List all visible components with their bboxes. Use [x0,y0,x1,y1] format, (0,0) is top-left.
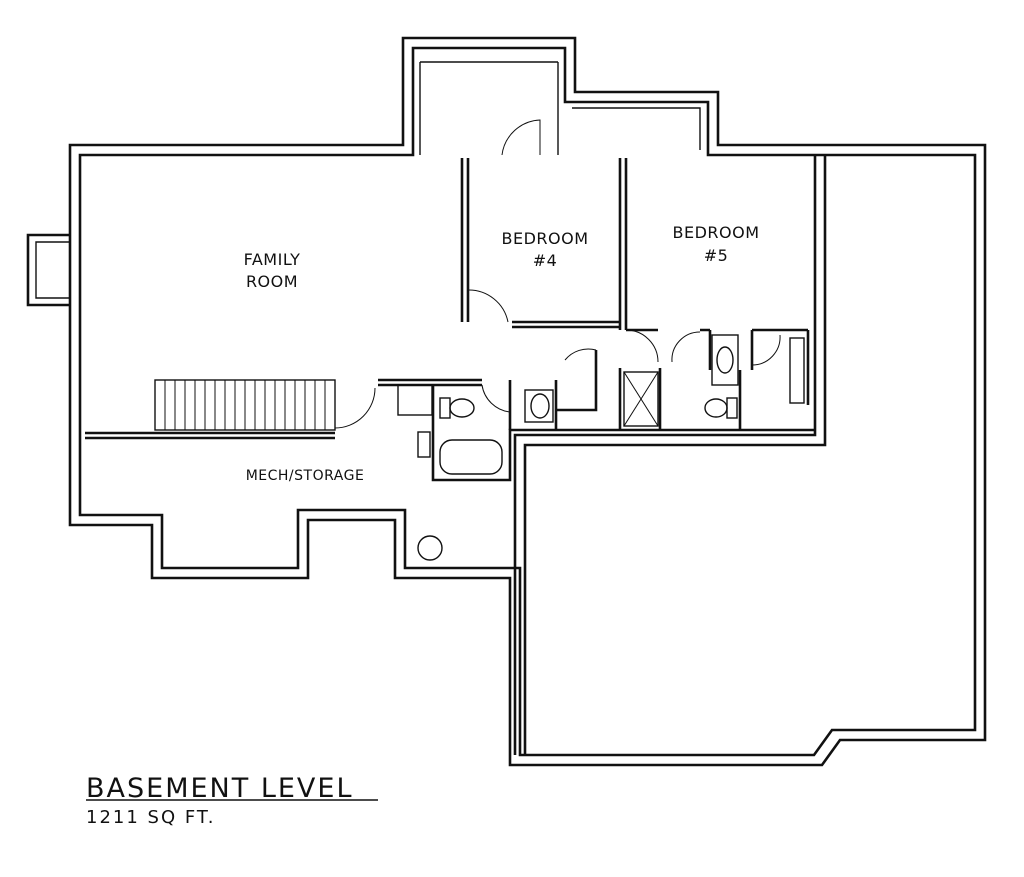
fixtures [397,334,805,561]
family-room-label-2: ROOM [246,272,298,291]
furnace [397,384,433,416]
doors [334,119,781,429]
toilet [449,398,475,418]
mech-storage-label: MECH/STORAGE [246,468,365,484]
sink-2 [716,346,734,374]
exterior-walls [68,36,987,767]
closet-shelf [789,337,805,404]
toilet-tank-2 [726,397,738,419]
stairs [154,379,336,431]
garage-walls [513,155,827,755]
square-footage: 1211 SQ FT. [86,807,215,828]
bathtub [439,439,503,475]
water-heater [417,431,431,458]
family-room-label-1: FAMILY [244,250,301,269]
sump-pit [417,535,443,561]
vanity-2 [711,334,739,386]
room-labels: FAMILY ROOM BEDROOM #4 BEDROOM #5 MECH/S… [244,223,759,484]
toilet-2 [704,398,728,418]
plan-title: BASEMENT LEVEL [86,773,354,804]
shower [623,371,659,427]
bedroom5-label-2: #5 [704,246,729,265]
bedroom5-label-1: BEDROOM [672,223,759,242]
bedroom4-label-2: #4 [533,251,558,270]
interior-walls [85,158,815,482]
vanity [524,389,554,423]
plan-title-block: BASEMENT LEVEL 1211 SQ FT. [86,773,378,828]
window-box [26,233,70,307]
bedroom4-label-1: BEDROOM [501,229,588,248]
toilet-tank [439,397,451,419]
sink [530,393,550,419]
